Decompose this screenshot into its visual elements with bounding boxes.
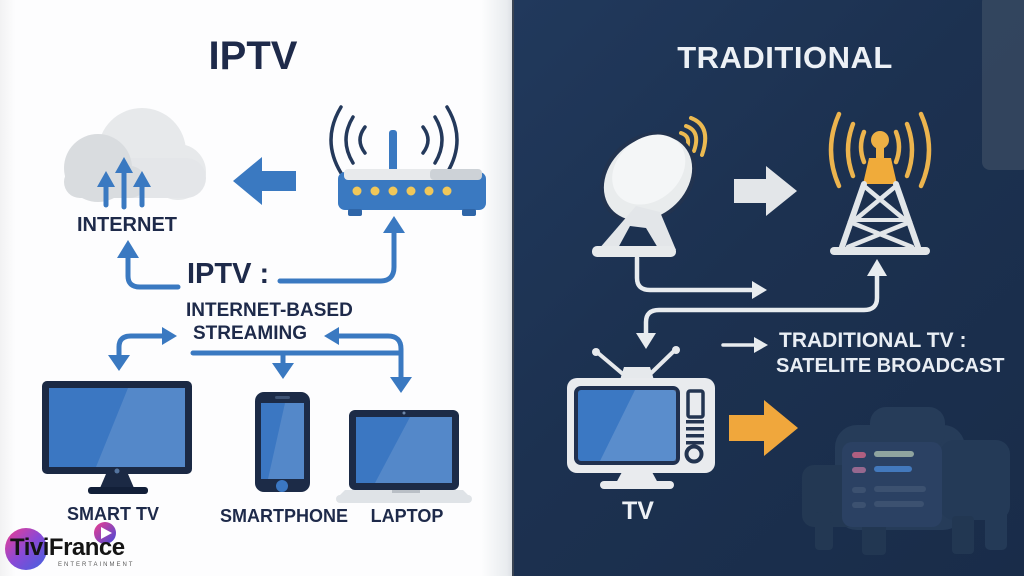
logo-tagline: ENTERTAINMENT: [58, 562, 135, 568]
iptv-flow-arrowheads: [108, 216, 412, 393]
retro-tv-icon: [567, 346, 715, 489]
laptop-label: LAPTOP: [370, 506, 444, 526]
iptv-title: IPTV: [208, 34, 298, 78]
internet-label: INTERNET: [77, 214, 177, 236]
satellite-dish-icon: [592, 116, 708, 257]
smart-tv-label: SMART TV: [67, 504, 159, 524]
tv-label: TV: [622, 497, 654, 525]
traditional-caption-line2: SATELITE BROADCAST: [776, 355, 1005, 377]
traditional-title: TRADITIONAL: [677, 40, 893, 75]
iptv-caption-line3: STREAMING: [193, 323, 307, 344]
iptv-caption-line1: IPTV :: [187, 258, 270, 290]
traditional-flow-lines: [634, 255, 880, 347]
iptv-flow-lines: [116, 225, 404, 384]
cloud-icon: [64, 108, 206, 210]
broadcast-tower-icon: [828, 111, 932, 255]
flow-arrow-right: [734, 166, 797, 216]
smartphone-icon: [255, 392, 310, 492]
traditional-caption-line1: TRADITIONAL TV :: [779, 329, 967, 352]
smartphone-label: SMARTPHONE: [219, 506, 349, 526]
tv-settings-ghost-silhouette: [802, 407, 1010, 555]
iptv-caption-line2: INTERNET-BASED: [186, 300, 353, 321]
logo-brand-text: TiviFrance: [10, 534, 125, 561]
corner-light-strip: [982, 0, 1024, 170]
laptop-icon: [336, 410, 472, 503]
router-icon: [329, 105, 486, 216]
smart-tv-icon: [42, 381, 192, 494]
flow-arrow-yellow: [729, 400, 798, 456]
flow-arrow-left: [233, 157, 296, 205]
wifi-waves-icon: [329, 105, 459, 175]
traditional-flow-arrowheads: [636, 259, 887, 353]
play-button-icon: [94, 522, 116, 544]
logo-gradient-circle: [5, 528, 47, 570]
